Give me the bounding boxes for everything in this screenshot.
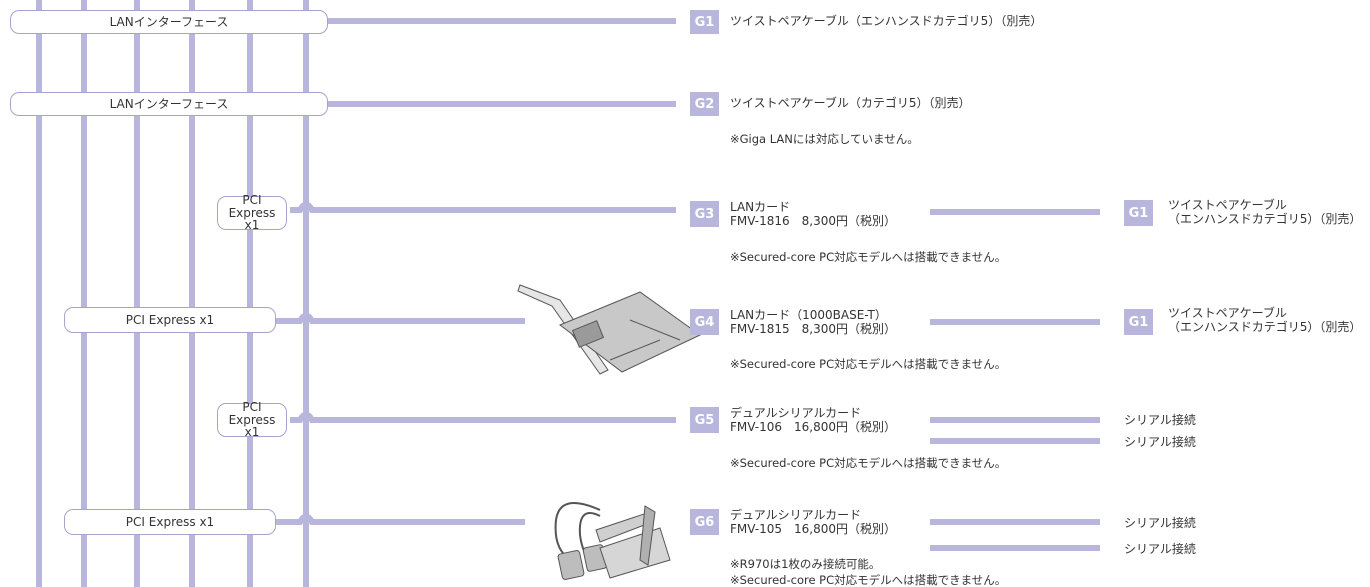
- pci-label-g3: PCI Express x1: [228, 193, 276, 233]
- connector-g5: [290, 411, 676, 423]
- model-price-g3: FMV-1816 8,300円（税別）: [730, 214, 896, 228]
- interface-box-pci-1: PCI Express x1: [217, 193, 287, 233]
- interface-box-lan-1: LANインターフェース: [10, 10, 328, 34]
- cable-label-g3-line1: ツイストペアケーブル: [1168, 198, 1287, 212]
- badge-g4: G4: [690, 309, 719, 335]
- badge-g1: G1: [690, 10, 719, 34]
- serial-output-g5-1: シリアル接続: [1124, 413, 1196, 427]
- connector-g4: [238, 312, 525, 324]
- device-label-g3: LANカード: [730, 200, 791, 214]
- badge-g3-cable: G1: [1124, 200, 1153, 226]
- connector-g3: [290, 201, 676, 213]
- badge-g6: G6: [690, 509, 719, 535]
- badge-g3: G3: [690, 201, 719, 227]
- note-g6-2: ※Secured-core PC対応モデルへは搭載できません。: [730, 573, 1007, 587]
- interface-box-pci-3: PCI Express x1: [217, 400, 287, 440]
- connector-g6: [275, 513, 525, 525]
- cable-label-g4-line2: （エンハンスドカテゴリ5）（別売）: [1168, 320, 1362, 334]
- note-g4: ※Secured-core PC対応モデルへは搭載できません。: [730, 357, 1007, 371]
- badge-g5: G5: [690, 407, 719, 433]
- note-g2: ※Giga LANには対応していません。: [730, 132, 919, 146]
- note-g3: ※Secured-core PC対応モデルへは搭載できません。: [730, 250, 1007, 264]
- pci-label-g5: PCI Express x1: [228, 400, 276, 440]
- serial-card-illustration: [554, 501, 671, 580]
- serial-output-g6-1: シリアル接続: [1124, 516, 1196, 530]
- device-label-g4: LANカード（1000BASE-T）: [730, 308, 887, 322]
- badge-g2: G2: [690, 92, 719, 116]
- interface-box-pci-4: PCI Express x1: [64, 509, 276, 535]
- device-label-g5: デュアルシリアルカード: [730, 406, 862, 420]
- badge-g4-cable: G1: [1124, 309, 1153, 335]
- model-price-g6: FMV-105 16,800円（税別）: [730, 522, 896, 536]
- device-label-g2: ツイストペアケーブル（カテゴリ5）（別売）: [730, 96, 971, 110]
- note-g5: ※Secured-core PC対応モデルへは搭載できません。: [730, 456, 1007, 470]
- cable-label-g3-line2: （エンハンスドカテゴリ5）（別売）: [1168, 212, 1362, 226]
- cable-label-g4-line1: ツイストペアケーブル: [1168, 306, 1287, 320]
- interface-box-pci-2: PCI Express x1: [64, 307, 276, 333]
- device-label-g6: デュアルシリアルカード: [730, 508, 862, 522]
- note-g6-1: ※R970は1枚のみ接続可能。: [730, 557, 881, 571]
- model-price-g4: FMV-1815 8,300円（税別）: [730, 322, 896, 336]
- serial-output-g6-2: シリアル接続: [1124, 542, 1196, 556]
- lan-card-illustration: [517, 284, 701, 375]
- interface-box-lan-2: LANインターフェース: [10, 92, 328, 116]
- device-label-g1: ツイストペアケーブル（エンハンスドカテゴリ5）（別売）: [730, 14, 1043, 28]
- model-price-g5: FMV-106 16,800円（税別）: [730, 420, 896, 434]
- serial-output-g5-2: シリアル接続: [1124, 435, 1196, 449]
